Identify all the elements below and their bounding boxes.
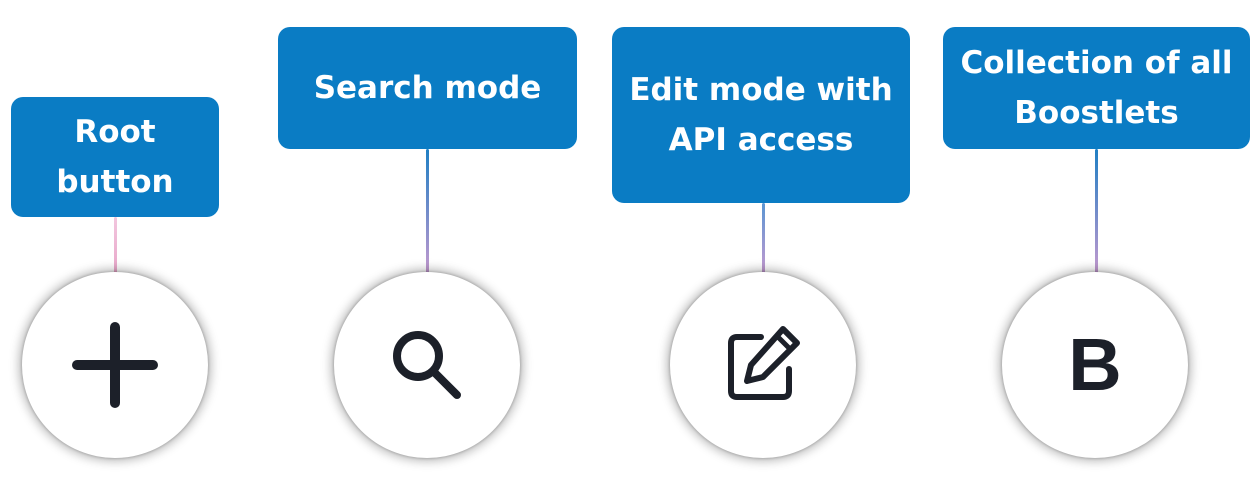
- root-button-label: Root button: [11, 97, 219, 217]
- collection-label-text: Collection of all Boostlets: [960, 45, 1233, 131]
- root-button[interactable]: [22, 272, 208, 458]
- b-letter-icon: B: [1068, 323, 1122, 406]
- collection-connector-line: [1095, 149, 1098, 275]
- edit-mode-label: Edit mode with API access: [612, 27, 910, 203]
- search-connector-line: [426, 149, 429, 275]
- collection-label: Collection of all Boostlets: [943, 27, 1250, 149]
- search-mode-button[interactable]: [334, 272, 520, 458]
- root-connector-line: [114, 217, 117, 275]
- search-mode-label: Search mode: [278, 27, 577, 149]
- edit-icon: [728, 326, 800, 400]
- plus-icon: [72, 322, 158, 408]
- edit-mode-button[interactable]: [670, 272, 856, 458]
- search-mode-label-text: Search mode: [313, 70, 542, 106]
- collection-button[interactable]: B: [1002, 272, 1188, 458]
- edit-connector-line: [762, 203, 765, 275]
- root-button-label-text: Root button: [56, 114, 174, 200]
- search-icon: [393, 331, 461, 399]
- edit-mode-label-text: Edit mode with API access: [629, 72, 893, 158]
